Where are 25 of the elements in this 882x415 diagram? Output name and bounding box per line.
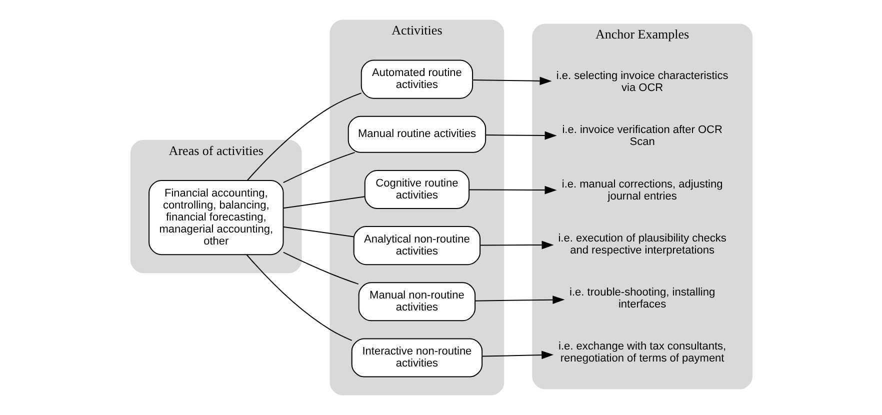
node-text: i.e. exchange with tax consultants, renegotiation of terms of payment xyxy=(558,340,726,365)
arrow xyxy=(479,240,554,250)
node-box: Analytical non-routine activities xyxy=(352,226,480,266)
connector xyxy=(246,254,352,341)
node-text: i.e. invoice verification after OCR Scan xyxy=(562,124,722,148)
node-box: Manual non-routine activities xyxy=(358,282,476,322)
node-box: Manual routine activities xyxy=(347,116,486,153)
node-box: Financial accounting, controlling, balancing, financial forecasting, managerial accounting, other xyxy=(148,180,284,256)
connector xyxy=(282,252,358,285)
arrow xyxy=(472,76,552,86)
node-box: Automated routine activities xyxy=(360,60,473,99)
node-text: i.e. trouble-shooting, installing interfaces xyxy=(569,286,715,310)
connector xyxy=(282,226,354,238)
node-text: i.e. selecting invoice characteristics via OCR xyxy=(556,70,728,94)
node-box: Interactive non-routine activities xyxy=(350,338,482,378)
arrow xyxy=(481,350,554,360)
node-box: Cognitive routine activities xyxy=(364,170,470,209)
arrow xyxy=(468,186,556,194)
arrow xyxy=(474,296,564,304)
connector xyxy=(246,92,362,181)
node-text: i.e. execution of plausibility checks and respective interpretations xyxy=(558,232,726,256)
node-text: i.e. manual corrections, adjusting journal entries xyxy=(561,178,722,202)
arrow xyxy=(484,131,556,140)
connector xyxy=(282,152,355,184)
connector xyxy=(282,196,365,209)
